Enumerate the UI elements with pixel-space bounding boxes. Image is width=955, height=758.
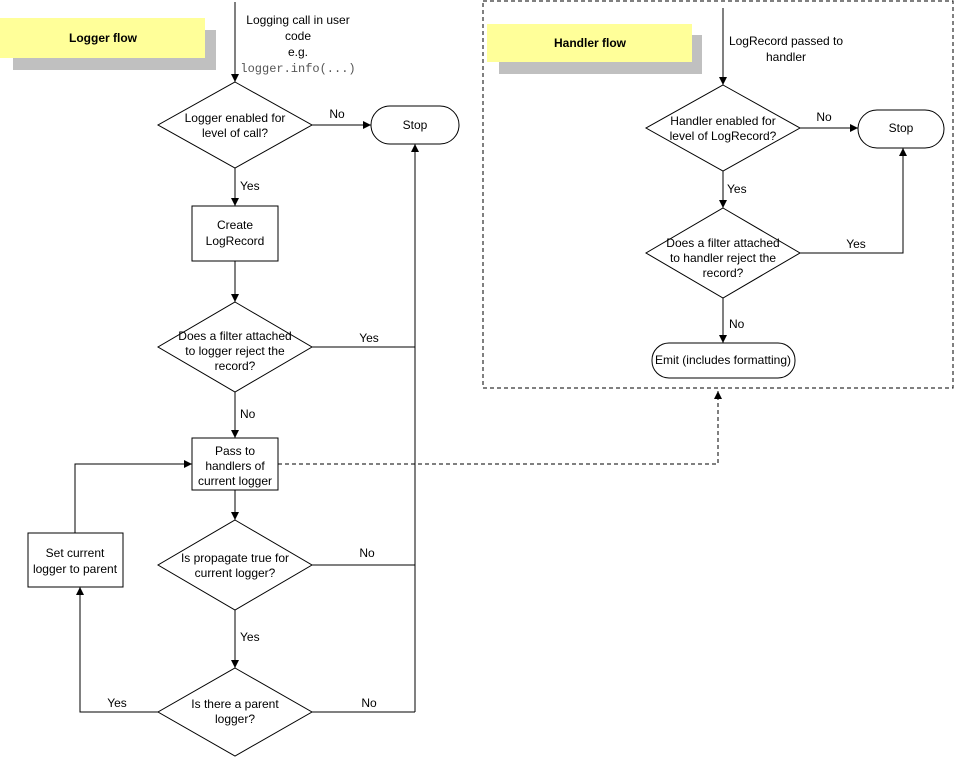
handler-link-arrow <box>278 391 722 465</box>
parent-no-label: No <box>361 696 377 710</box>
logger-enabled-no-label: No <box>329 107 345 121</box>
logger-stop-terminal: Stop <box>370 105 460 145</box>
svg-text:to logger reject the: to logger reject the <box>185 344 285 358</box>
svg-text:handler: handler <box>766 50 806 64</box>
svg-text:code: code <box>285 29 311 43</box>
logger-filter-yes-label: Yes <box>359 331 379 345</box>
svg-text:record?: record? <box>215 359 256 373</box>
handler-stop-terminal: Stop <box>857 109 945 149</box>
parent-yes-label: Yes <box>107 696 127 710</box>
svg-text:Stop: Stop <box>889 121 914 135</box>
svg-text:to handler reject the: to handler reject the <box>670 251 776 265</box>
svg-text:Handler enabled for: Handler enabled for <box>670 114 775 128</box>
svg-text:LogRecord passed to: LogRecord passed to <box>729 34 843 48</box>
propagate-yes-label: Yes <box>240 630 260 644</box>
svg-text:logger to parent: logger to parent <box>33 562 118 576</box>
handler-filter-yes-label: Yes <box>846 237 866 251</box>
create-logrecord-box: Create LogRecord <box>191 205 279 262</box>
emit-terminal: Emit (includes formatting) <box>651 342 796 379</box>
logger-flow-banner: Logger flow <box>0 18 216 70</box>
svg-text:e.g.: e.g. <box>288 45 308 59</box>
svg-text:Does a filter attached: Does a filter attached <box>178 329 291 343</box>
logger-entry-text: Logging call in user code e.g. logger.in… <box>240 13 355 76</box>
svg-text:record?: record? <box>703 266 744 280</box>
svg-text:Emit (includes formatting): Emit (includes formatting) <box>655 353 791 367</box>
svg-text:handlers of: handlers of <box>205 459 265 473</box>
handler-filter-yes-arrow <box>800 148 907 254</box>
parent-logger-decision: Is there a parent logger? <box>156 667 314 757</box>
logger-enabled-yes-label: Yes <box>240 179 260 193</box>
propagate-no-label: No <box>359 546 375 560</box>
handler-entry-text: LogRecord passed to handler <box>729 34 843 64</box>
handler-enabled-yes-label: Yes <box>727 182 747 196</box>
logger-filter-no-label: No <box>240 407 256 421</box>
svg-text:level of call?: level of call? <box>202 126 268 140</box>
handler-flow-region <box>482 0 954 389</box>
svg-text:LogRecord: LogRecord <box>206 234 265 248</box>
propagate-decision: Is propagate true for current logger? <box>157 519 313 611</box>
svg-text:Set current: Set current <box>46 546 105 560</box>
svg-text:current logger: current logger <box>198 474 272 488</box>
svg-text:Pass to: Pass to <box>215 444 255 458</box>
logger-filter-decision: Does a filter attached to logger reject … <box>157 301 313 393</box>
pass-to-handlers-box: Pass to handlers of current logger <box>191 437 279 491</box>
svg-text:logger.info(...): logger.info(...) <box>240 62 355 76</box>
svg-text:Does a filter attached: Does a filter attached <box>666 236 779 250</box>
logger-enabled-decision: Logger enabled for level of call? <box>156 81 314 169</box>
logger-flow-title: Logger flow <box>69 31 138 45</box>
svg-text:current logger?: current logger? <box>195 566 276 580</box>
svg-text:Logging call in user: Logging call in user <box>246 13 349 27</box>
set-parent-box: Set current logger to parent <box>27 532 124 588</box>
handler-enabled-no-label: No <box>816 110 832 124</box>
svg-text:Logger enabled for: Logger enabled for <box>185 111 286 125</box>
svg-text:Is there a parent: Is there a parent <box>191 697 279 711</box>
handler-filter-no-label: No <box>729 317 745 331</box>
svg-text:Stop: Stop <box>403 118 428 132</box>
handler-flow-title: Handler flow <box>554 36 627 50</box>
handler-filter-decision: Does a filter attached to handler reject… <box>645 207 801 299</box>
svg-text:Create: Create <box>217 218 253 232</box>
loop-back-arrow <box>74 460 192 533</box>
svg-text:logger?: logger? <box>215 712 255 726</box>
parent-yes-arrow <box>76 587 158 713</box>
svg-text:level of LogRecord?: level of LogRecord? <box>670 129 777 143</box>
svg-text:Is propagate true for: Is propagate true for <box>181 551 289 565</box>
handler-flow-banner: Handler flow <box>487 24 702 74</box>
handler-enabled-decision: Handler enabled for level of LogRecord? <box>644 84 802 172</box>
